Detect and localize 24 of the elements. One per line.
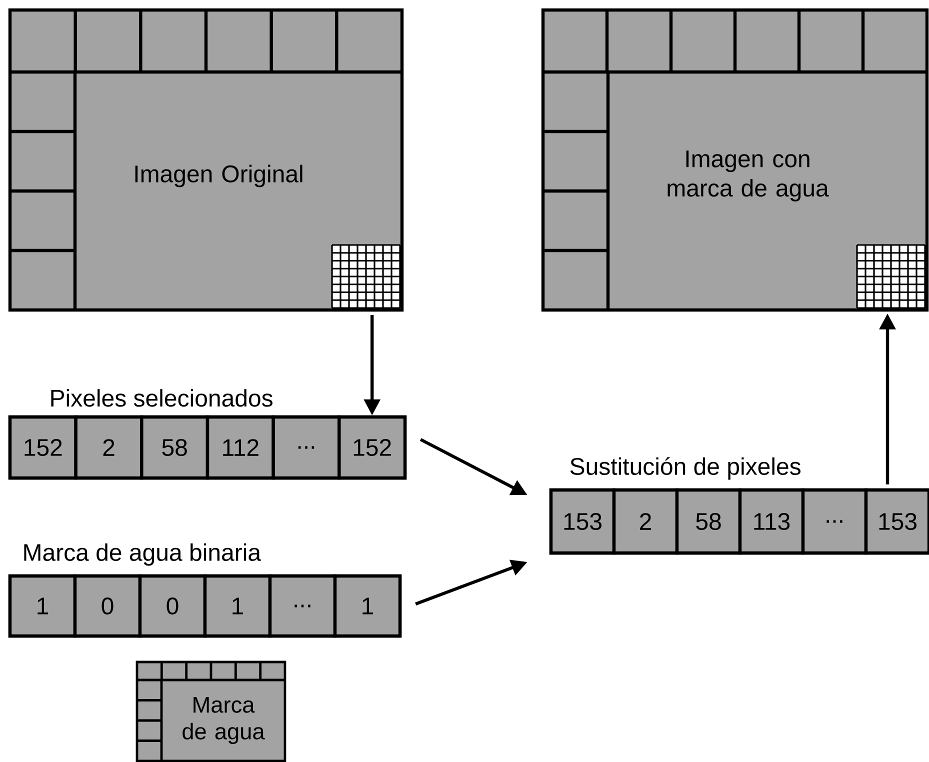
value-cell: 58 bbox=[675, 488, 742, 555]
value-cell: 152 bbox=[338, 415, 407, 480]
row-heading: Sustitución de pixeles bbox=[570, 457, 800, 480]
value-cell: 58 bbox=[140, 415, 210, 480]
value-cell: 0 bbox=[73, 574, 142, 638]
value-cell: 113 bbox=[738, 488, 805, 555]
value-cell: 1 bbox=[8, 574, 77, 638]
value-cell: 153 bbox=[549, 488, 616, 555]
value-cell: 112 bbox=[206, 415, 275, 480]
value-cell: 2 bbox=[612, 488, 679, 555]
row-heading: Marca de agua binaria bbox=[24, 543, 262, 566]
value-cell: 1 bbox=[203, 574, 272, 638]
value-cell: 153 bbox=[864, 488, 929, 555]
value-cell: ... bbox=[801, 488, 868, 555]
image-label: Marca de agua bbox=[182, 697, 265, 744]
value-cell: ... bbox=[268, 574, 337, 638]
image-label: Imagen Original bbox=[135, 164, 302, 188]
image-label: Imagen con marca de agua bbox=[668, 150, 829, 202]
value-cell: 0 bbox=[138, 574, 207, 638]
value-cell: 1 bbox=[333, 574, 402, 638]
value-cell: 152 bbox=[8, 415, 78, 480]
value-cell: 2 bbox=[74, 415, 144, 480]
value-cell: ... bbox=[272, 415, 341, 480]
row-heading: Pixeles selecionados bbox=[51, 389, 272, 407]
